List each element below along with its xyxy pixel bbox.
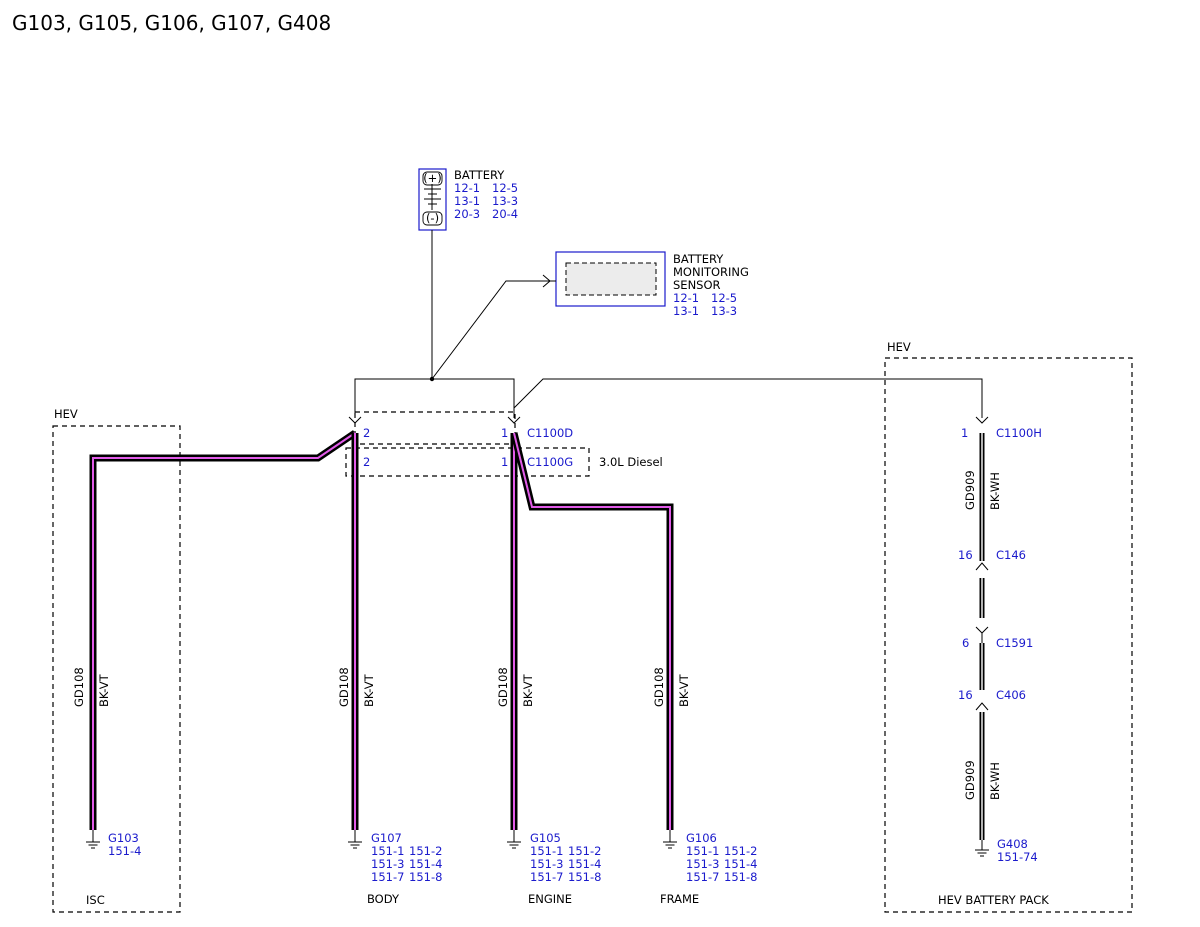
ground-g107-icon bbox=[348, 830, 362, 849]
connector-c1100d[interactable] bbox=[354, 411, 516, 445]
ground-g106-ref[interactable]: 151-1 bbox=[686, 844, 719, 858]
ground-g106-icon bbox=[663, 830, 677, 849]
c1100d-label[interactable]: C1100D bbox=[527, 426, 573, 440]
ground-g105-ref[interactable]: 151-8 bbox=[568, 870, 601, 884]
battery-plus: (+) bbox=[423, 171, 442, 185]
sensor-label: BATTERY bbox=[673, 252, 724, 266]
hev-battery-pack-box bbox=[884, 357, 1133, 913]
c406-pin: 16 bbox=[958, 688, 973, 702]
wire-hev-upper-circuit: GD909 bbox=[963, 470, 977, 510]
battery-ref[interactable]: 20-3 bbox=[454, 207, 480, 221]
wire-hev-lower-color: BK-WH bbox=[988, 762, 1002, 800]
ground-g106-ref[interactable]: 151-4 bbox=[724, 857, 757, 871]
hev-left-label: HEV bbox=[54, 407, 78, 421]
ground-g105-ref[interactable]: 151-1 bbox=[530, 844, 563, 858]
wire-engine-circuit: GD108 bbox=[496, 667, 510, 707]
ground-g408-label[interactable]: G408 bbox=[997, 837, 1028, 851]
c1100d-pin-1: 1 bbox=[501, 426, 508, 440]
connector-c406[interactable] bbox=[974, 701, 990, 711]
ground-g107-ref[interactable]: 151-8 bbox=[409, 870, 442, 884]
wire-engine-color: BK-VT bbox=[521, 673, 535, 707]
wire-frame-color: BK-VT bbox=[677, 673, 691, 707]
c1100d-pin-2: 2 bbox=[363, 426, 370, 440]
ground-g106-ref[interactable]: 151-2 bbox=[724, 844, 757, 858]
battery-symbol[interactable]: (+) (-) bbox=[418, 168, 447, 231]
wire-frame[interactable] bbox=[510, 432, 674, 830]
sensor-label: MONITORING bbox=[673, 265, 749, 279]
ground-g107-ref[interactable]: 151-1 bbox=[371, 844, 404, 858]
ground-g106-ref[interactable]: 151-3 bbox=[686, 857, 719, 871]
ground-g105-ref[interactable]: 151-3 bbox=[530, 857, 563, 871]
ground-g106-label[interactable]: G106 bbox=[686, 831, 717, 845]
location-isc: ISC bbox=[86, 893, 105, 907]
c1100g-pin-2: 2 bbox=[363, 455, 370, 469]
ground-g408-ref[interactable]: 151-74 bbox=[997, 850, 1038, 864]
wire-isc-color: BK-VT bbox=[97, 673, 111, 707]
wire-isc-circuit: GD108 bbox=[72, 667, 86, 707]
sensor-ref[interactable]: 12-5 bbox=[711, 291, 737, 305]
battery-ref[interactable]: 13-1 bbox=[454, 194, 480, 208]
c146-label[interactable]: C146 bbox=[996, 548, 1026, 562]
ground-g103-label[interactable]: G103 bbox=[108, 831, 139, 845]
wire-hev-upper-color: BK-WH bbox=[988, 472, 1002, 510]
ground-g408-icon bbox=[975, 840, 989, 857]
sensor-ref[interactable]: 13-1 bbox=[673, 304, 699, 318]
ground-g107-ref[interactable]: 151-3 bbox=[371, 857, 404, 871]
ground-g105-ref[interactable]: 151-7 bbox=[530, 870, 563, 884]
c1100h-label[interactable]: C1100H bbox=[996, 426, 1042, 440]
ground-g105-ref[interactable]: 151-4 bbox=[568, 857, 601, 871]
battery-monitoring-sensor[interactable] bbox=[555, 251, 666, 307]
ground-g107-ref[interactable]: 151-2 bbox=[409, 844, 442, 858]
battery-minus: (-) bbox=[426, 211, 439, 225]
sensor-ref[interactable]: 13-3 bbox=[711, 304, 737, 318]
location-body: BODY bbox=[367, 892, 400, 906]
wire-hev-lower-circuit: GD909 bbox=[963, 760, 977, 800]
page-title: G103, G105, G106, G107, G408 bbox=[12, 11, 331, 35]
location-hev-battery-pack: HEV BATTERY PACK bbox=[938, 893, 1049, 907]
wire-frame-circuit: GD108 bbox=[652, 667, 666, 707]
ground-g105-ref[interactable]: 151-2 bbox=[568, 844, 601, 858]
ground-g107-label[interactable]: G107 bbox=[371, 831, 402, 845]
c1591-label[interactable]: C1591 bbox=[996, 636, 1033, 650]
wire-body-circuit: GD108 bbox=[337, 667, 351, 707]
c1591-pin: 6 bbox=[962, 636, 969, 650]
ground-g107-ref[interactable]: 151-7 bbox=[371, 870, 404, 884]
ground-g103-icon bbox=[86, 830, 100, 849]
sensor-label: SENSOR bbox=[673, 278, 721, 292]
c406-label[interactable]: C406 bbox=[996, 688, 1026, 702]
c1100h-pin: 1 bbox=[961, 426, 968, 440]
location-frame: FRAME bbox=[660, 892, 699, 906]
c1100g-pin-1: 1 bbox=[501, 455, 508, 469]
ground-g105-label[interactable]: G105 bbox=[530, 831, 561, 845]
battery-ref[interactable]: 20-4 bbox=[492, 207, 518, 221]
battery-ref[interactable]: 12-5 bbox=[492, 181, 518, 195]
ground-g106-ref[interactable]: 151-7 bbox=[686, 870, 719, 884]
hev-right-label: HEV bbox=[887, 340, 911, 354]
connector-c146[interactable] bbox=[974, 561, 990, 571]
c1100g-note: 3.0L Diesel bbox=[599, 455, 663, 469]
wire-body-color: BK-VT bbox=[362, 673, 376, 707]
connector-c1100g[interactable] bbox=[345, 447, 590, 477]
ground-g105-icon bbox=[507, 830, 521, 849]
ground-g103-ref[interactable]: 151-4 bbox=[108, 844, 141, 858]
location-engine: ENGINE bbox=[528, 892, 572, 906]
wire-isc[interactable] bbox=[89, 430, 357, 830]
battery-ref[interactable]: 13-3 bbox=[492, 194, 518, 208]
connector-c1591[interactable] bbox=[974, 626, 990, 643]
ground-bus-lines bbox=[348, 230, 989, 424]
hev-isc-box bbox=[52, 425, 181, 913]
sensor-ref[interactable]: 12-1 bbox=[673, 291, 699, 305]
c1100g-label[interactable]: C1100G bbox=[527, 455, 573, 469]
battery-ref[interactable]: 12-1 bbox=[454, 181, 480, 195]
ground-g106-ref[interactable]: 151-8 bbox=[724, 870, 757, 884]
ground-g107-ref[interactable]: 151-4 bbox=[409, 857, 442, 871]
battery-label: BATTERY bbox=[454, 168, 505, 182]
c146-pin: 16 bbox=[958, 548, 973, 562]
